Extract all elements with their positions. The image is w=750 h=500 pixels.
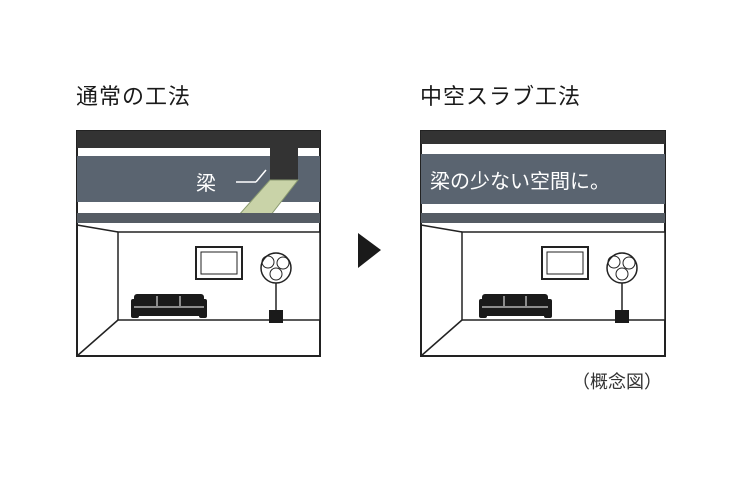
- arrow-right-icon: [358, 233, 381, 268]
- beam-block: [270, 142, 298, 180]
- few-beams-label: 梁の少ない空間に。: [430, 169, 610, 193]
- slab-right: [421, 131, 665, 144]
- ceiling-lower-band: [77, 213, 320, 223]
- slab: [77, 131, 320, 148]
- ceiling-lower-band-right: [421, 213, 665, 223]
- perspective-top-left-right: [420, 224, 463, 233]
- conventional-room-panel: 梁: [76, 130, 321, 357]
- conceptual-diagram-caption: （概念図）: [572, 372, 662, 393]
- sofa-icon: [479, 294, 552, 318]
- beam-label: 梁: [196, 171, 216, 195]
- hollow-slab-room-panel: 梁の少ない空間に。: [420, 130, 666, 357]
- perspective-bottom-left: [76, 319, 119, 357]
- perspective-bottom-left-right: [420, 319, 463, 357]
- beam-pointer-tip: [255, 169, 267, 183]
- plant-icon: [606, 252, 638, 323]
- hollow-slab-method-heading: 中空スラブ工法: [420, 85, 582, 110]
- picture-frame-icon: [195, 246, 243, 280]
- picture-frame-icon: [541, 246, 589, 280]
- ceiling-band-right: [421, 154, 665, 204]
- sofa-icon: [131, 294, 207, 318]
- conventional-method-heading: 通常の工法: [76, 85, 192, 110]
- plant-icon: [260, 252, 292, 323]
- perspective-top-left: [76, 224, 119, 233]
